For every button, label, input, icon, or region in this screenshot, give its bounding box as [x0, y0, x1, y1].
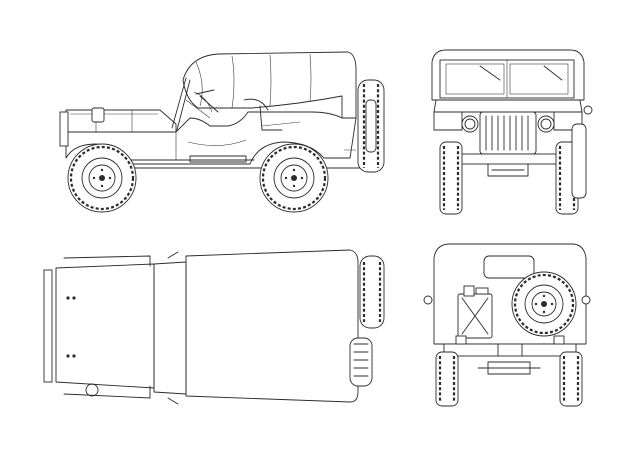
spare-wheel-top: [359, 255, 385, 329]
top-view: [43, 249, 385, 405]
fender-left: [433, 111, 463, 131]
headlamp-left: [461, 115, 479, 133]
front-wheel-side: [67, 143, 137, 213]
wiper-right: [543, 65, 563, 81]
rear-bumper: [443, 343, 577, 357]
hood: [65, 109, 177, 133]
fender-right: [553, 111, 583, 131]
wiper-left: [479, 65, 501, 81]
rear-wheel-left: [435, 351, 459, 407]
front-wheel-left: [439, 141, 463, 215]
front-bumper-top: [43, 269, 53, 383]
front-view: [431, 49, 593, 215]
soft-top-plan: [185, 249, 359, 403]
windshield-frame: [171, 77, 191, 131]
side-view: [59, 51, 385, 213]
front-bumper-front: [447, 153, 569, 165]
hood-top: [55, 263, 155, 389]
spare-wheel-rear: [511, 271, 577, 337]
soft-top: [182, 51, 357, 119]
soft-top-rear: [433, 243, 587, 345]
front-bumper: [59, 111, 69, 147]
rear-view: [423, 243, 591, 407]
rear-wheel-side: [259, 143, 329, 213]
soft-top-front: [431, 49, 585, 101]
jerry-can-top: [349, 337, 373, 387]
headlamp-right: [537, 115, 555, 133]
rear-wheel-right: [559, 351, 583, 407]
headlamp-side: [91, 107, 105, 123]
steering-wheel: [195, 89, 219, 113]
windshield-top: [153, 261, 187, 395]
jerry-can-rear: [457, 285, 493, 339]
rear-axle: [477, 361, 541, 375]
rear-window: [483, 255, 535, 279]
